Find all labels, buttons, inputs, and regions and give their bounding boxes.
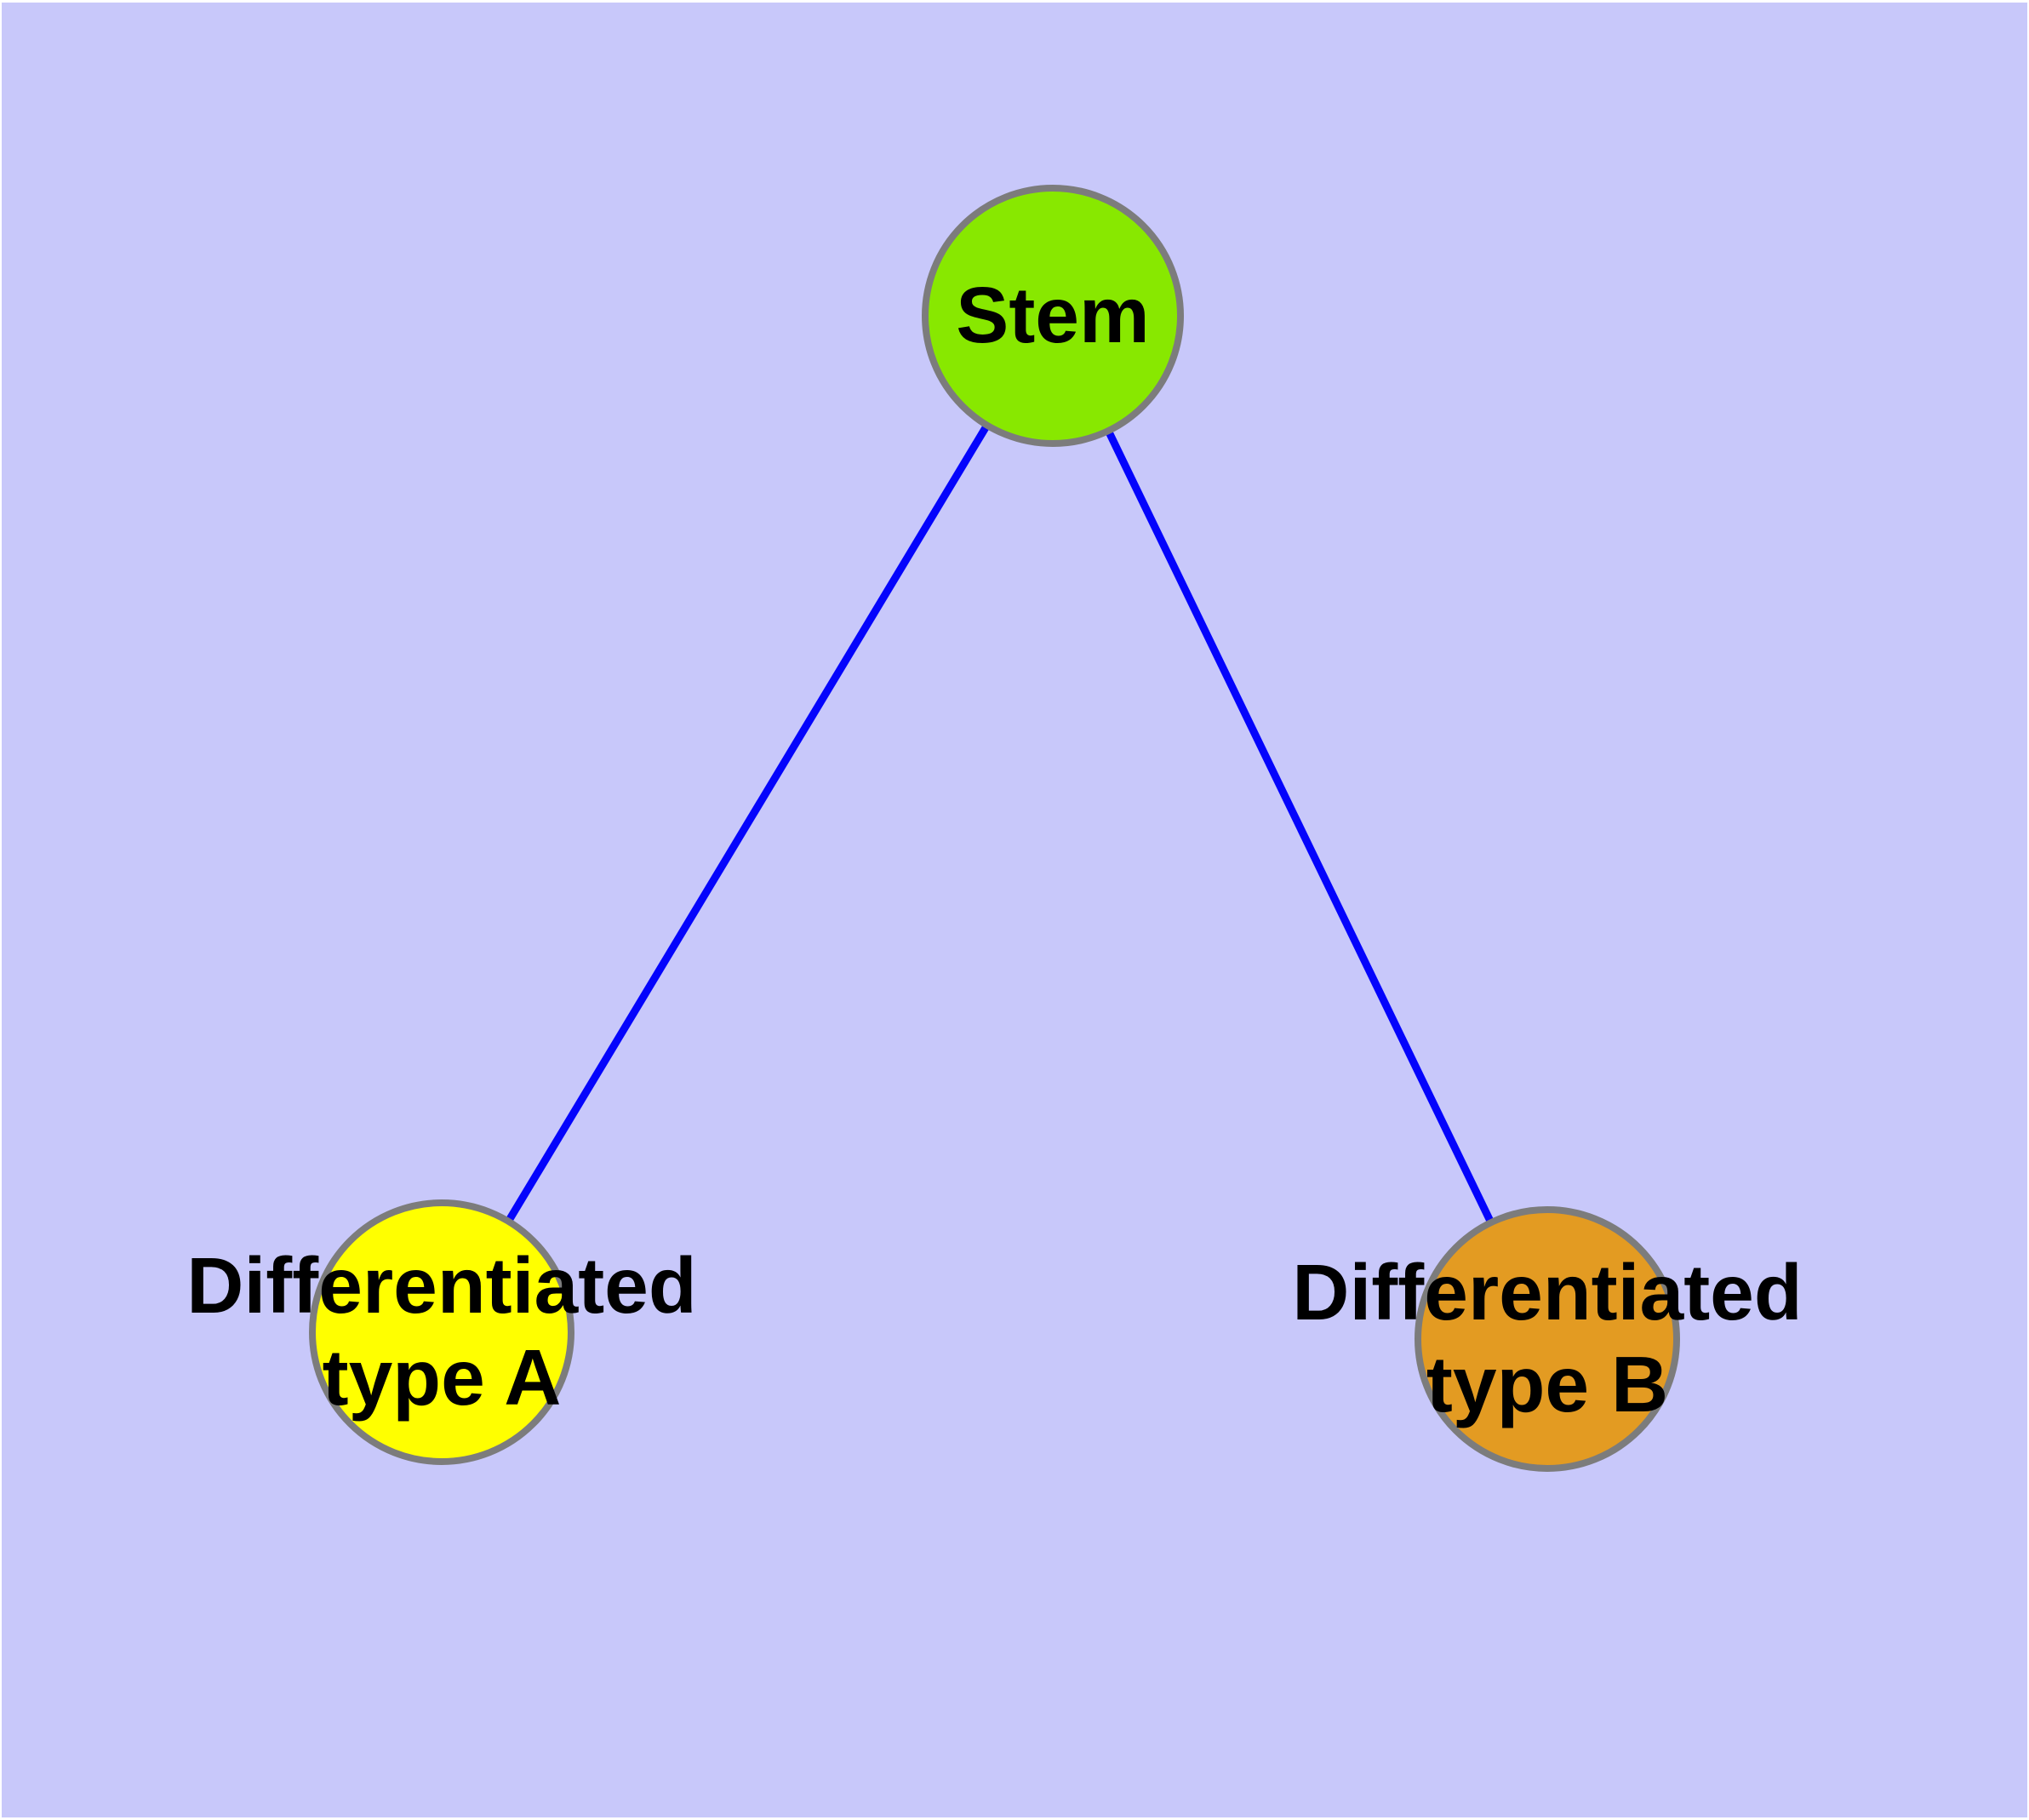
edge-stem-to-type-a xyxy=(438,313,1056,1335)
edge-stem-to-type-b xyxy=(1049,314,1552,1341)
node-differentiated-type-a xyxy=(309,1199,574,1465)
node-stem xyxy=(922,185,1184,447)
node-differentiated-type-b xyxy=(1415,1206,1680,1472)
